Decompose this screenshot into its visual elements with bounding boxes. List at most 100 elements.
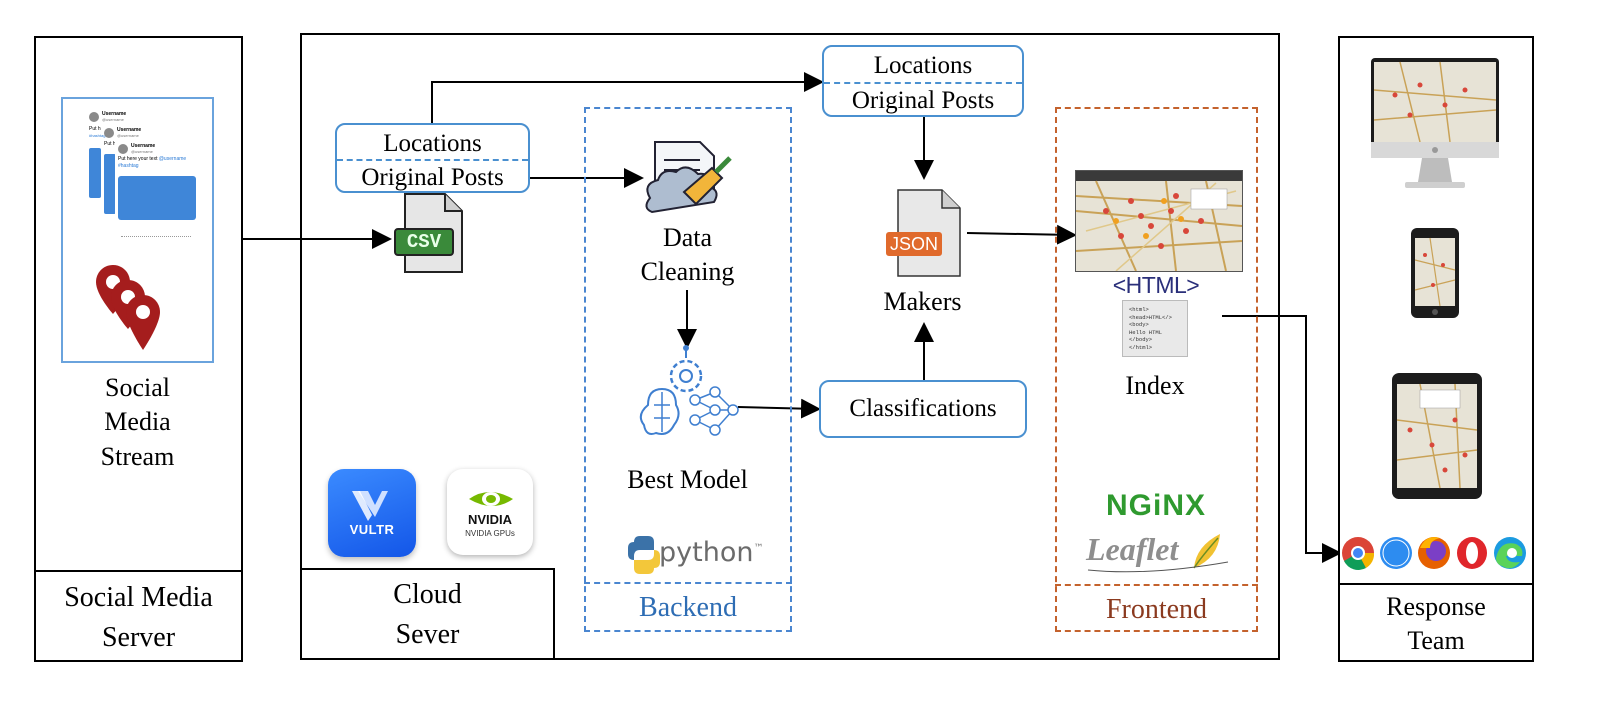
cloud-server-panel	[300, 33, 1280, 660]
html-code-line: <html>	[1129, 306, 1149, 313]
html-code-line: </body>	[1129, 336, 1153, 343]
original-posts-label: Original Posts	[851, 87, 995, 114]
vultr-logo: VULTR	[328, 469, 416, 557]
vultr-v-icon	[352, 491, 388, 521]
backend-divider	[584, 582, 792, 584]
original-posts-label: Original Posts	[361, 164, 504, 191]
social-media-server-title: Social Media Server	[64, 582, 213, 653]
tweet-text-short: Put h	[89, 126, 101, 132]
python-text: python	[659, 537, 754, 568]
social-media-stream-label-1: Social	[105, 373, 170, 402]
classifications-label: Classifications	[849, 395, 997, 422]
locations-original-posts-left: Locations Original Posts	[335, 123, 530, 193]
chrome-icon	[1342, 537, 1375, 570]
tweet-image-front	[118, 176, 196, 220]
leaflet-logo: Leaflet	[1086, 531, 1179, 567]
safari-icon	[1380, 537, 1412, 569]
tweet-username: Username	[117, 127, 142, 133]
firefox-icon	[1418, 537, 1450, 569]
html-code-line: </html>	[1129, 343, 1153, 351]
locations-divider	[337, 159, 528, 161]
json-label: JSON	[889, 234, 938, 254]
html-code-line: <head>HTML</>	[1129, 313, 1172, 321]
response-team-title-1: Response	[1386, 592, 1486, 621]
nvidia-subtitle: NVIDIA GPUs	[465, 529, 515, 538]
csv-label: CSV	[406, 231, 442, 253]
edge-icon	[1494, 537, 1526, 569]
classifications-box: Classifications	[819, 380, 1027, 438]
tweet-image-back	[89, 148, 101, 198]
tweet-handle: @username	[102, 117, 124, 122]
social-media-stream-label-2: Media	[104, 407, 171, 436]
tweet-image-middle	[104, 154, 116, 214]
html-tag-label: <HTML>	[1112, 272, 1200, 298]
frontend-divider	[1055, 584, 1258, 586]
locations-label: Locations	[383, 130, 482, 157]
html-code-line: Hello HTML	[1129, 328, 1163, 336]
index-label: Index	[1125, 371, 1185, 400]
best-model-label: Best Model	[627, 465, 748, 494]
map-browser-bar	[1076, 171, 1242, 181]
arrow-locations-to-top	[431, 72, 824, 123]
data-cleaning-label-2: Cleaning	[640, 257, 735, 286]
map-roads	[1076, 180, 1242, 271]
arrow-model-to-classifications	[737, 398, 821, 419]
nvidia-logo: NVIDIA NVIDIA GPUs	[447, 469, 533, 555]
tweet-username: Username	[102, 111, 127, 117]
locations-divider	[824, 82, 1022, 84]
python-tm: ™	[753, 543, 764, 554]
social-media-stream-label-3: Stream	[100, 442, 175, 471]
frontend-label: Frontend	[1105, 594, 1208, 625]
tweet-username: Username	[131, 143, 156, 149]
frontend-group	[1055, 107, 1258, 632]
opera-icon	[1457, 537, 1487, 569]
cloud-server-title-1: Cloud	[393, 579, 462, 610]
backend-label: Backend	[639, 592, 737, 623]
tweet-card-front: Username @username Put here your text @u…	[115, 140, 199, 248]
python-wordmark: python™	[659, 537, 763, 568]
locations-label: Locations	[873, 52, 973, 79]
tweet-card-back: Username @username Put h #hashtag	[86, 108, 178, 228]
tweet-card-middle: Username @username Put h	[101, 124, 193, 234]
tweet-actions	[121, 236, 191, 239]
avatar	[118, 144, 128, 154]
nvidia-eye-icon	[469, 492, 513, 506]
tweet-text-prefix: Put here your text	[118, 156, 158, 162]
locations-original-posts-top: Locations Original Posts	[822, 45, 1024, 117]
vultr-wordmark: VULTR	[349, 522, 395, 537]
tweet-text-short: Put h	[104, 141, 116, 147]
nvidia-wordmark: NVIDIA	[467, 512, 513, 527]
tweet-hashtag-short: #hashtag	[89, 133, 106, 138]
tweet-handle: @username	[117, 133, 139, 138]
html-code-sheet: <html> <head>HTML</> <body> Hello HTML <…	[1122, 300, 1188, 357]
cloud-server-title-box	[300, 568, 555, 660]
avatar	[89, 112, 99, 122]
cloud-server-title-2: Sever	[395, 619, 460, 650]
tweet-hashtag: #hashtag	[118, 163, 139, 169]
response-team-title-2: Team	[1407, 626, 1465, 655]
avatar	[104, 128, 114, 138]
html-code-line: <body>	[1129, 321, 1149, 328]
tweet-mention: @username	[158, 156, 187, 162]
makers-label: Makers	[883, 287, 962, 316]
data-cleaning-label-1: Data	[662, 223, 713, 252]
response-team-divider	[1338, 583, 1534, 585]
tweet-text: Put here your text @username	[118, 156, 186, 162]
backend-group	[584, 107, 792, 632]
tweet-handle: @username	[131, 149, 153, 154]
nginx-logo: NGiNX	[1105, 489, 1206, 522]
social-media-server-divider	[34, 570, 243, 572]
arrow-index-to-browsers	[1222, 315, 1342, 563]
map-screenshot	[1075, 170, 1243, 272]
